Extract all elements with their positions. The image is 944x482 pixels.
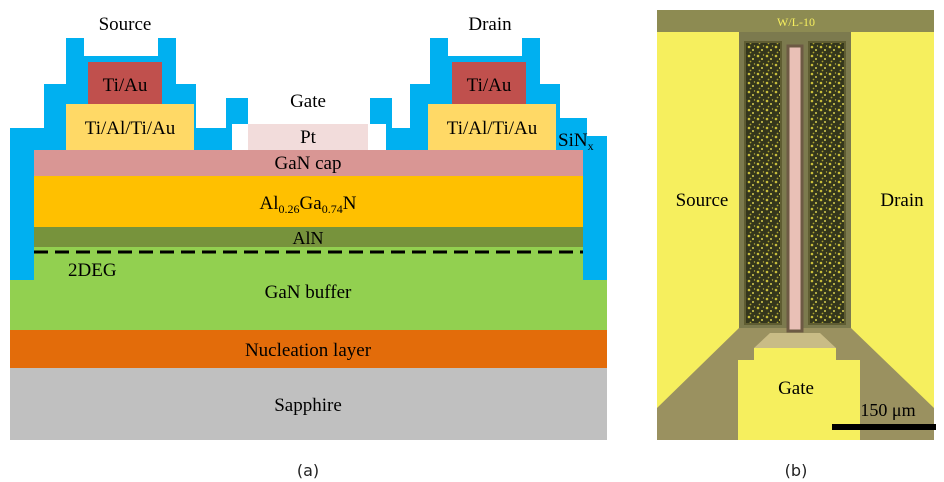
algan-n: N xyxy=(343,193,357,214)
panel-a-cross-section: Source Drain Gate Ti/Au Ti/Au Ti/Al/Ti/A… xyxy=(10,14,607,480)
source-finger xyxy=(744,41,782,325)
source-ohmic-top xyxy=(88,62,162,104)
sinx-main: SiN xyxy=(558,130,588,151)
drain-label: Drain xyxy=(468,14,512,35)
gate-pt-label: Pt xyxy=(300,127,317,148)
sapphire-layer xyxy=(10,368,607,440)
nucleation-layer xyxy=(10,330,607,368)
algan-al-sub: 0.26 xyxy=(279,202,300,216)
panel-b-micrograph: W/L-10 Source Drain Gate 150 μm (b) xyxy=(657,10,936,480)
source-label: Source xyxy=(99,14,152,35)
drain-ti-au-label: Ti/Au xyxy=(467,75,512,96)
nucleation-label: Nucleation layer xyxy=(245,340,372,361)
gate-label: Gate xyxy=(290,91,326,112)
algan-ga: Ga xyxy=(300,193,323,214)
drain-ohmic-top xyxy=(452,62,526,104)
algan-layer xyxy=(34,176,583,227)
algan-ga-sub: 0.74 xyxy=(322,202,343,216)
gan-cap-layer xyxy=(34,150,583,176)
top-strip xyxy=(657,10,934,32)
source-pad-label: Source xyxy=(676,190,729,211)
sinx-label: SiNx xyxy=(558,130,594,153)
sapphire-label: Sapphire xyxy=(274,395,342,416)
gate-pad-label: Gate xyxy=(778,378,814,399)
algan-label: Al0.26Ga0.74N xyxy=(260,193,357,216)
gate-metal xyxy=(248,124,368,150)
drain-finger xyxy=(808,41,846,325)
top-mark-label: W/L-10 xyxy=(777,15,815,29)
scale-bar xyxy=(832,424,936,430)
algan-al: Al xyxy=(260,193,279,214)
drain-ti-al-ti-au-label: Ti/Al/Ti/Au xyxy=(447,118,538,139)
aln-layer xyxy=(34,227,583,247)
sinx-passivation-left xyxy=(10,38,248,280)
gate-finger xyxy=(786,44,804,333)
drain-pad-label: Drain xyxy=(880,190,924,211)
aln-label: AlN xyxy=(293,228,324,248)
gan-buffer-label: GaN buffer xyxy=(265,282,352,303)
source-ti-al-ti-au-label: Ti/Al/Ti/Au xyxy=(85,118,176,139)
sinx-passivation-right xyxy=(370,38,607,280)
drain-ohmic-bottom xyxy=(428,104,556,150)
sinx-subscript: x xyxy=(588,139,594,153)
gan-cap-label: GaN cap xyxy=(275,153,342,174)
panel-a-caption: (a) xyxy=(297,461,319,480)
panel-b-caption: (b) xyxy=(785,461,808,480)
source-ti-au-label: Ti/Au xyxy=(103,75,148,96)
2deg-label: 2DEG xyxy=(68,260,117,281)
funnel-region xyxy=(657,328,934,440)
gate-pad xyxy=(754,348,836,440)
source-ohmic-bottom xyxy=(66,104,194,150)
scale-bar-label: 150 μm xyxy=(860,400,915,420)
gan-buffer-layer xyxy=(10,247,607,330)
gate-pad-neck xyxy=(754,333,836,348)
